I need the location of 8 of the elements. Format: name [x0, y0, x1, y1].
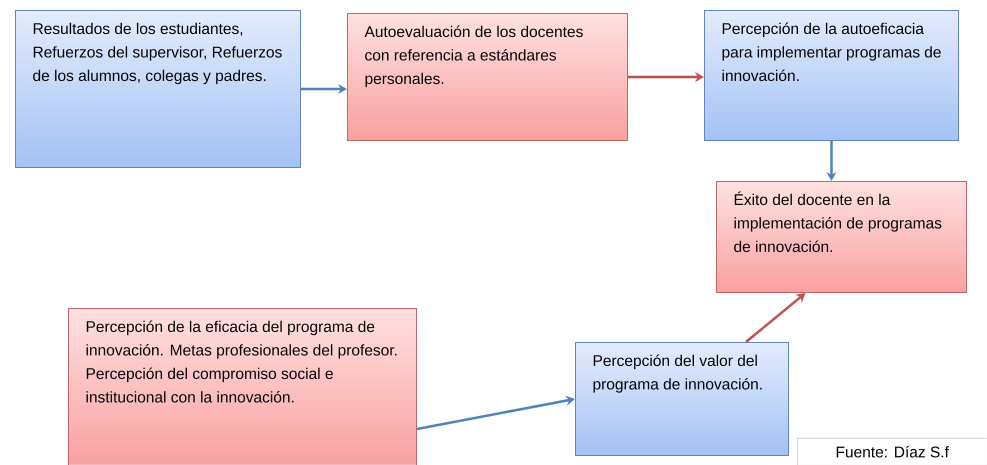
- process-box: Resultados de los estudiantes, Refuerzos del supervisor, Refuerzos de los alumnos, colegas y padres.: [15, 10, 301, 168]
- process-box: Percepción de la eficacia del programa de innovación. Metas profesionales del profesor. Percepción del compromiso social e institucional con la innovación.: [68, 308, 417, 465]
- process-box: Autoevaluación de los docentes con referencia a estándares personales.: [347, 13, 628, 141]
- process-box: Percepción del valor del programa de innovación.: [575, 342, 789, 456]
- arrow: [745, 293, 806, 343]
- process-box: Éxito del docente en la implementación de programas de innovación.: [716, 181, 967, 293]
- process-box: Percepción de la autoeficacia para implementar programas de innovación.: [704, 10, 959, 141]
- source-label: Fuente: Díaz S.f: [797, 438, 987, 465]
